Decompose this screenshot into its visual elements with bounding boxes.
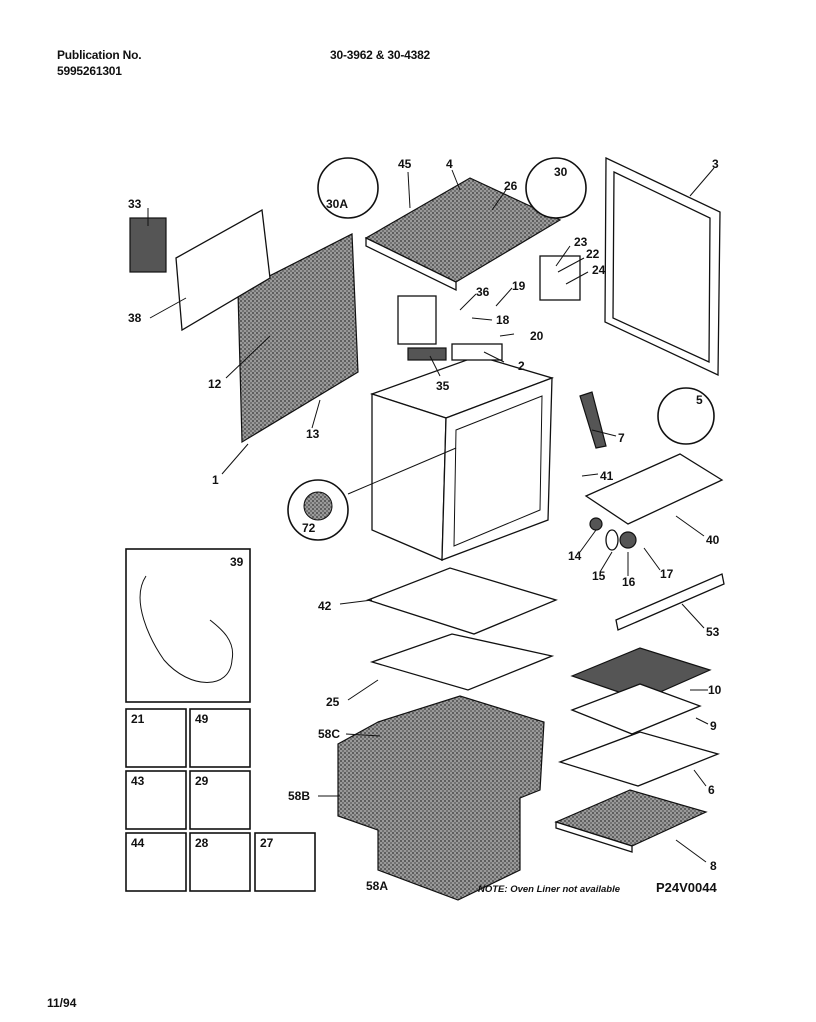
callout-15: 15 [592,569,606,583]
callout-16: 16 [622,575,636,589]
callout-45: 45 [398,157,412,171]
callout-21: 21 [131,712,145,726]
callout-8: 8 [710,859,717,873]
oven-liner-note: NOTE: Oven Liner not available [478,884,621,895]
callout-36: 36 [476,285,490,299]
cooktop-top [364,177,562,292]
callout-39: 39 [230,555,244,569]
callout-10: 10 [708,683,722,697]
callout-3: 3 [712,157,719,171]
callout-9: 9 [710,719,717,733]
oven-body [369,355,555,561]
callout-44: 44 [131,836,145,850]
callout-7: 7 [618,431,625,445]
callout-33: 33 [128,197,142,211]
callout-30: 30 [554,165,568,179]
callout-58a: 58A [366,879,388,893]
callout-42: 42 [318,599,332,613]
publication-block: Publication No. 5995261301 [57,47,142,79]
control-panel [237,233,359,444]
callout-27: 27 [260,836,274,850]
callout-30a: 30A [326,197,348,211]
back-panel [604,156,721,377]
model-numbers: 30-3962 & 30-4382 [330,48,431,62]
leader-lines [147,167,715,863]
callout-26: 26 [504,179,518,193]
callout-23: 23 [574,235,588,249]
callout-14: 14 [568,549,582,563]
callout-35: 35 [436,379,450,393]
callout-38: 38 [128,311,142,325]
backguard [175,208,271,332]
callout-4: 4 [446,157,453,171]
callout-41: 41 [600,469,614,483]
callout-25: 25 [326,695,340,709]
callout-40: 40 [706,533,720,547]
callout-22: 22 [586,247,600,261]
callout-29: 29 [195,774,209,788]
callout-24: 24 [592,263,606,277]
callout-12: 12 [208,377,222,391]
callout-58c: 58C [318,727,340,741]
inset-boxes [125,548,316,892]
callout-49: 49 [195,712,209,726]
callout-72: 72 [302,521,316,535]
callout-28: 28 [195,836,209,850]
callout-2: 2 [518,359,525,373]
callout-20: 20 [530,329,544,343]
publication-number: 5995261301 [57,64,122,78]
front-trim-parts [584,453,725,631]
callout-6: 6 [708,783,715,797]
callout-labels: 45 4 26 30 30A 3 33 38 23 22 24 19 36 18… [128,157,722,893]
drawer-frame [366,567,558,691]
inset-circles [287,157,715,541]
publication-label: Publication No. [57,48,142,62]
callout-19: 19 [512,279,526,293]
callout-5: 5 [696,393,703,407]
figure-id: P24V0044 [656,880,717,895]
callout-18: 18 [496,313,510,327]
callout-13: 13 [306,427,320,441]
callout-53: 53 [706,625,720,639]
small-parts [129,217,637,551]
callout-17: 17 [660,567,674,581]
oven-racks [554,647,721,853]
callout-58b: 58B [288,789,310,803]
callout-1: 1 [212,473,219,487]
callout-43: 43 [131,774,145,788]
publication-date: 11/94 [47,996,77,1010]
storage-drawer [337,695,545,901]
